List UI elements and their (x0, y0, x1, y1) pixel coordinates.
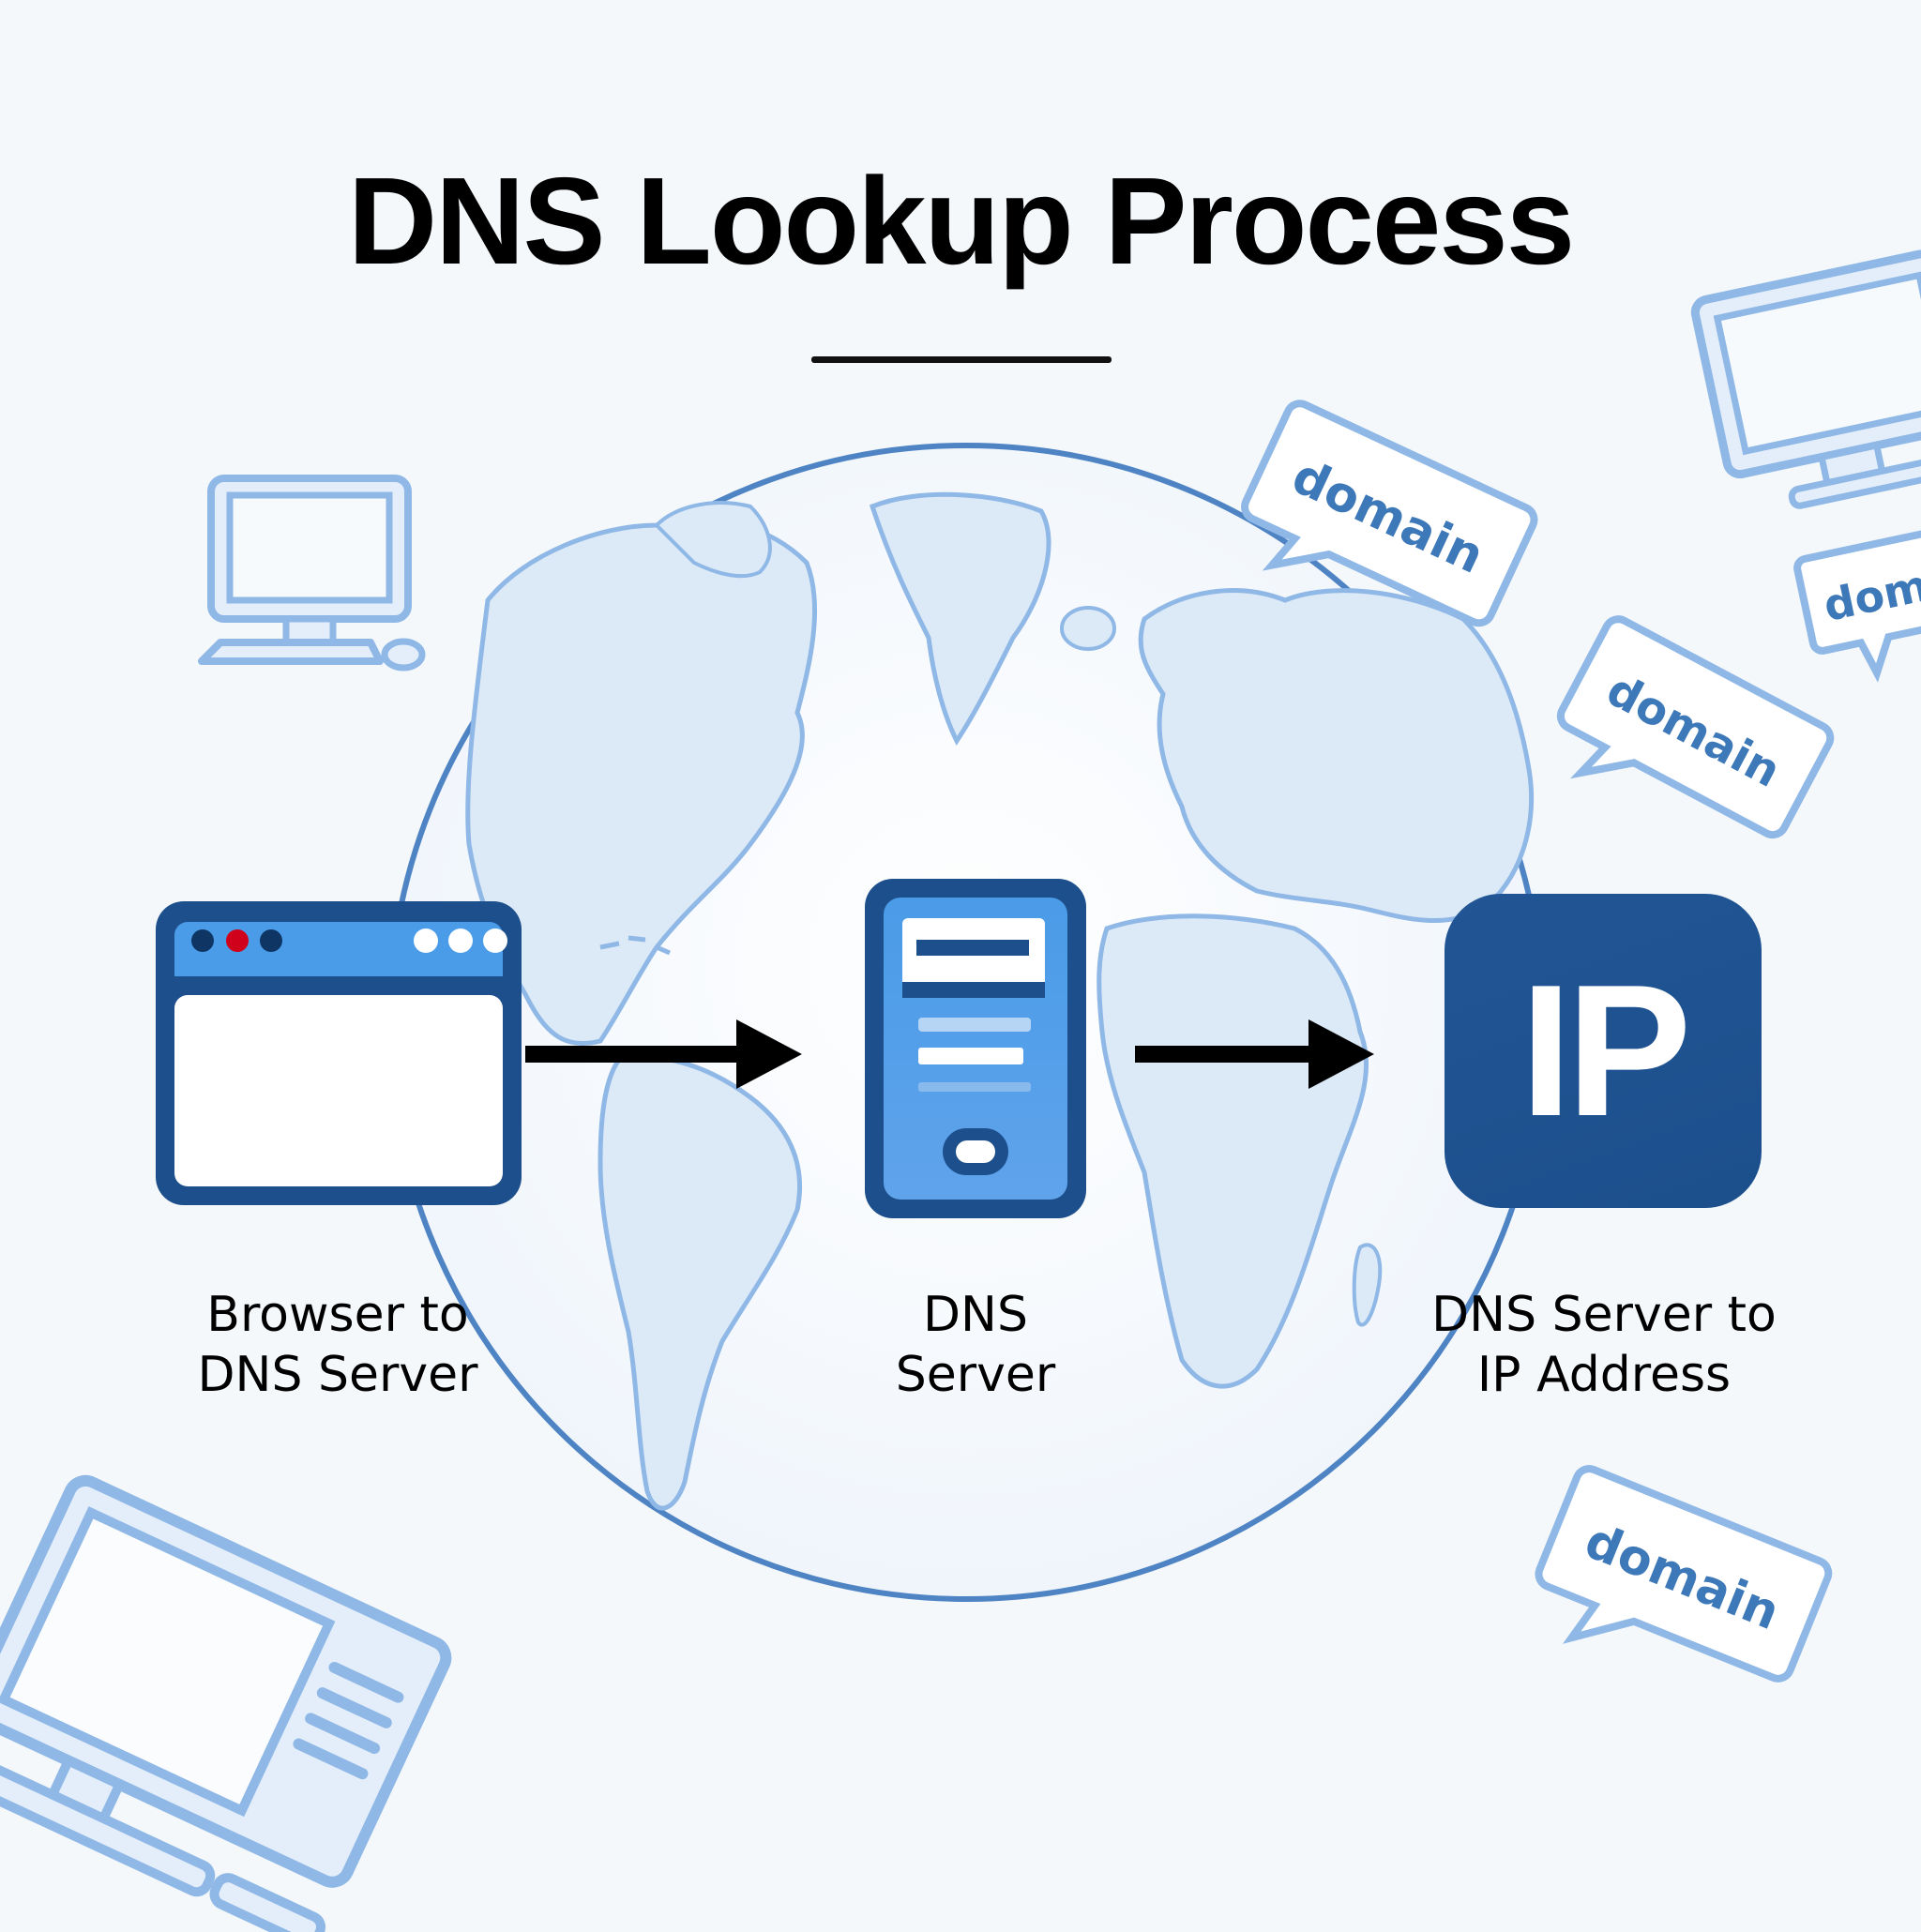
continent-caribbean (599, 935, 671, 956)
step-label-line: DNS Server to (1431, 1287, 1777, 1343)
desktop-computer-icon (198, 475, 426, 672)
continent-greenland (869, 491, 1051, 746)
domain-bubble-3: dom (1793, 519, 1921, 683)
continent-iceland (1060, 606, 1116, 651)
domain-bubble-4: domain (1535, 1465, 1833, 1683)
continent-arctic-islands (654, 501, 772, 579)
window-dot-3 (260, 929, 282, 952)
laptop-computer-icon (0, 1474, 452, 1932)
step-label-browser: Browser to DNS Server (150, 1285, 525, 1405)
title-divider (811, 356, 1112, 363)
continent-south-america (597, 1054, 803, 1511)
continent-africa (1097, 913, 1369, 1389)
step-label-line: IP Address (1476, 1347, 1732, 1403)
desktop-computer-icon-right (1690, 249, 1921, 509)
arrow-right-icon (525, 1019, 802, 1089)
domain-bubble-2: domain (1556, 615, 1835, 839)
continent-madagascar (1352, 1243, 1383, 1327)
step-label-line: DNS (923, 1287, 1028, 1343)
ip-badge-text: IP (1520, 945, 1692, 1155)
step-label-line: Server (895, 1347, 1056, 1403)
step-label-line: DNS Server (197, 1347, 478, 1403)
server-icon (865, 879, 1086, 1218)
browser-window-icon (156, 901, 522, 1205)
domain-bubble-1: domain (1241, 400, 1538, 627)
step-label-dns-server: DNS Server (807, 1285, 1144, 1405)
step-label-ip: DNS Server to IP Address (1379, 1285, 1829, 1405)
window-dot-1 (191, 929, 214, 952)
arrow-right-icon-2 (1135, 1019, 1374, 1089)
window-dot-red (226, 929, 249, 952)
ip-badge-icon: IP (1445, 894, 1762, 1208)
step-label-line: Browser to (206, 1287, 469, 1343)
page-title: DNS Lookup Process (347, 152, 1575, 290)
